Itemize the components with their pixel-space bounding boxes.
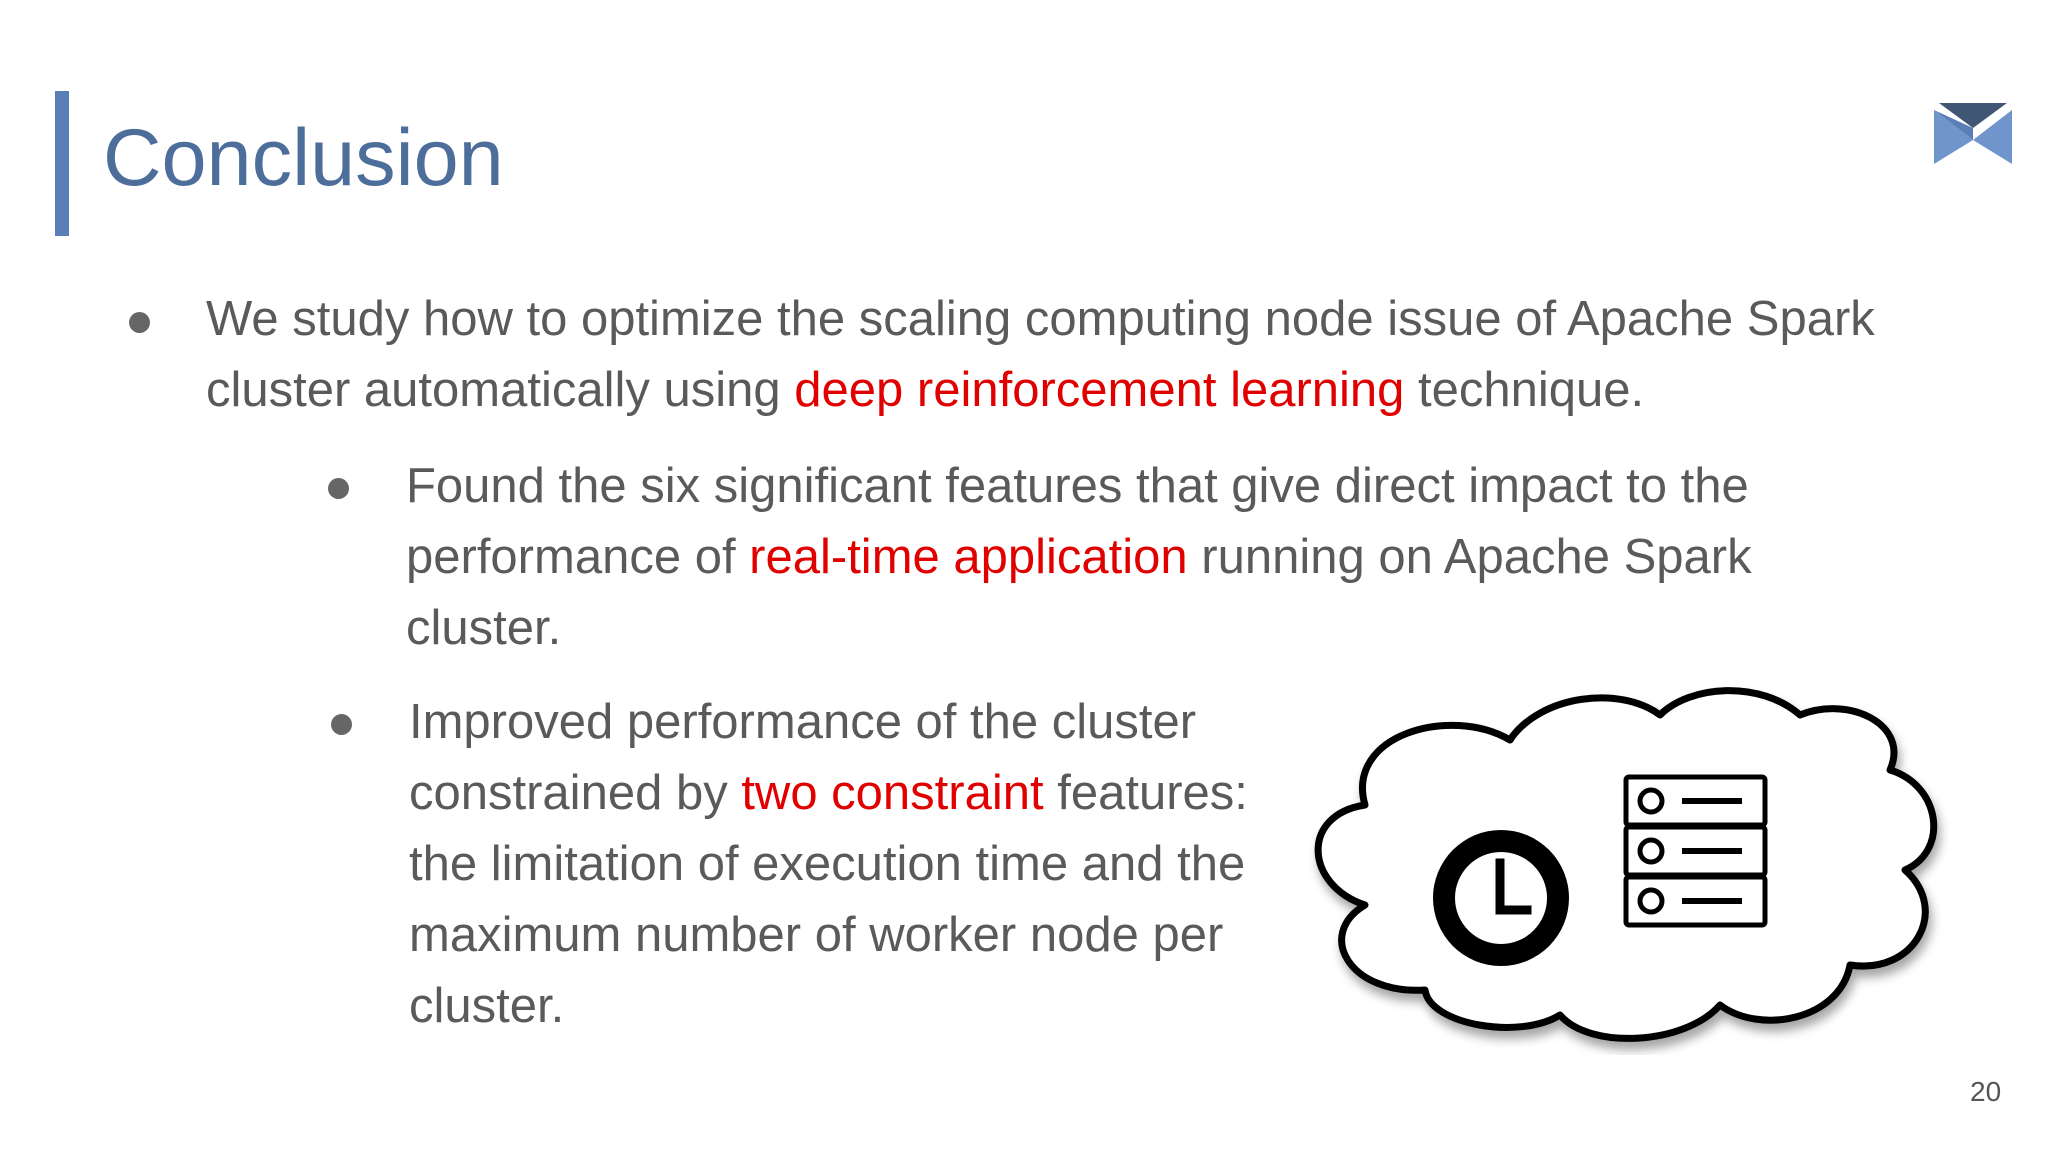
bullet-2-text: Found the six significant features that …: [406, 459, 1749, 584]
bullet-3: Improved performance of the cluster cons…: [409, 687, 1289, 1042]
clock-icon: [1433, 830, 1569, 966]
bullet-3-text-end: features: the limitation of execution ti…: [409, 766, 1248, 1033]
bullet-1: We study how to optimize the scaling com…: [206, 284, 1996, 426]
bullet-1-highlight: deep reinforcement learning: [794, 363, 1405, 417]
bullet-1-text: We study how to optimize the scaling com…: [206, 292, 1875, 417]
chevron-logo-icon: [1934, 103, 2012, 164]
bullet-2-text-end: running on Apache Spark cluster.: [406, 530, 1752, 655]
bullet-3-highlight: two constraint: [741, 766, 1044, 820]
bullet-1-text-end: technique.: [1404, 363, 1645, 417]
page-number: 20: [1970, 1076, 2002, 1107]
bullet-2-highlight: real-time application: [749, 530, 1188, 584]
bullet-dot: [331, 714, 352, 735]
bullet-3-text: Improved performance of the cluster cons…: [409, 695, 1197, 820]
server-rack-icon: [1623, 774, 1768, 928]
cloud-server-clock-icon: [1314, 687, 1938, 1042]
bullet-dot: [328, 478, 349, 499]
bullet-2: Found the six significant features that …: [406, 451, 1906, 664]
slide-title: Conclusion: [103, 113, 504, 203]
title-accent-bar: [55, 91, 69, 236]
bullet-dot: [129, 312, 150, 333]
